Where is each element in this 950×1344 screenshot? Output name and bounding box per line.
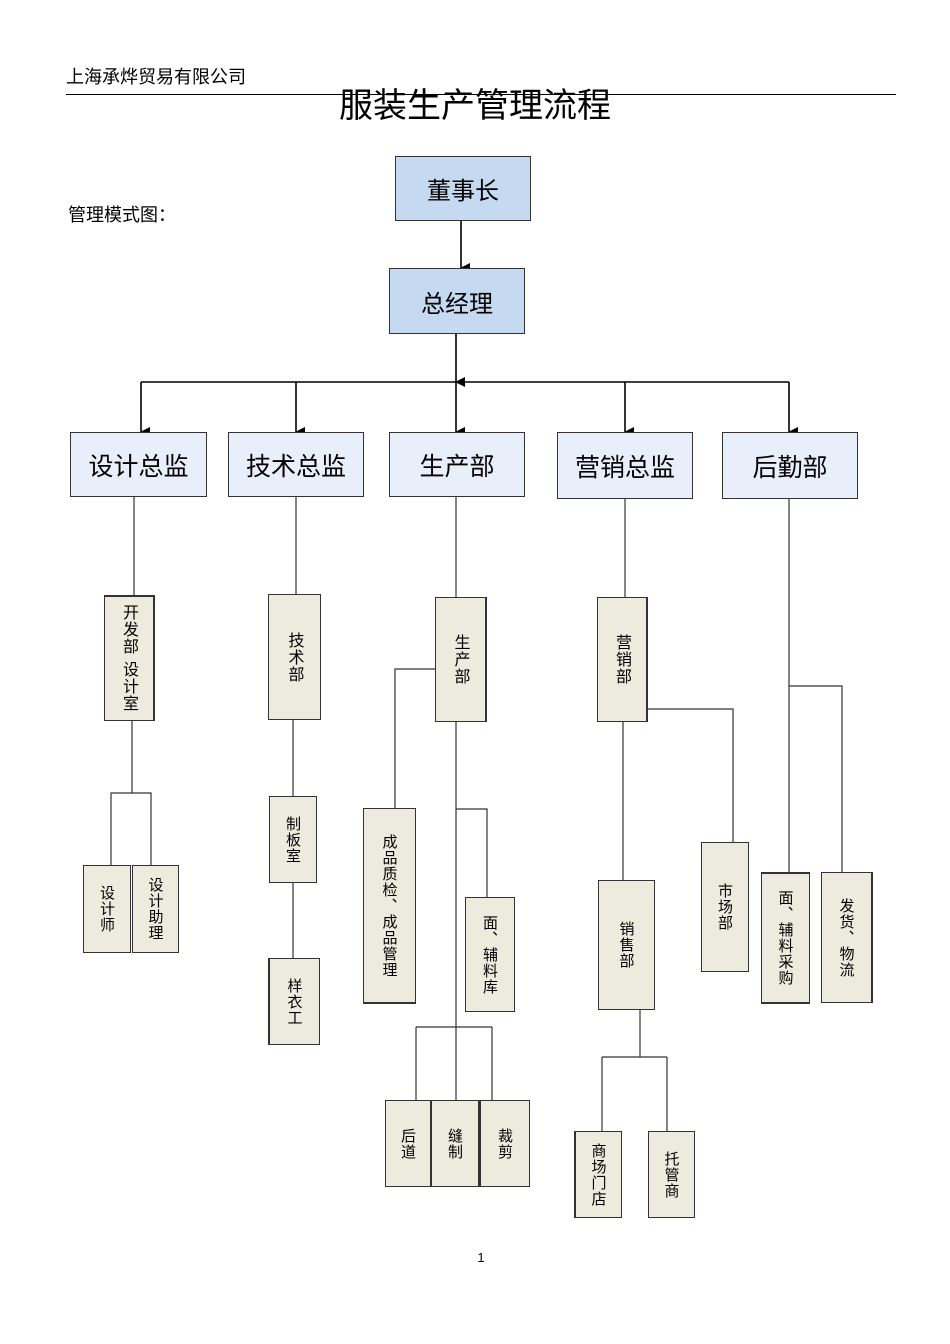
dev-design-room-label: 开发部 设计室	[120, 604, 139, 713]
chairman-label: 董事长	[427, 177, 499, 205]
marketing-dept-label: 营销部	[613, 634, 632, 685]
pattern-room-box: 制板室	[269, 796, 317, 883]
department-tech-director: 技术总监	[228, 432, 364, 497]
designer-label: 设计师	[98, 885, 116, 933]
document-title: 服装生产管理流程	[339, 86, 611, 126]
shipping-label: 发货、物流	[837, 897, 856, 978]
department-label: 设计总监	[88, 451, 189, 481]
department-marketing-director: 营销总监	[557, 432, 693, 499]
consignee-label: 托管商	[662, 1150, 681, 1199]
finishing-label: 后道	[399, 1127, 417, 1160]
production-dept-box: 生产部	[435, 597, 487, 722]
purchasing-box: 面、辅料采购	[761, 872, 810, 1004]
tech-dept-box: 技术部	[268, 594, 321, 720]
design-assistant-box: 设计助理	[132, 865, 179, 953]
department-label: 后勤部	[752, 452, 828, 482]
chairman-box: 董事长	[395, 156, 531, 221]
pattern-room-label: 制板室	[284, 815, 302, 864]
sales-dept-box: 销售部	[598, 880, 655, 1010]
fabric-store-label: 面、辅料库	[481, 914, 499, 995]
sample-worker-label: 样衣工	[285, 977, 304, 1026]
sewing-box: 缝制	[431, 1100, 479, 1187]
sample-worker-box: 样衣工	[268, 958, 320, 1045]
general-manager-label: 总经理	[421, 289, 493, 318]
cutting-label: 裁剪	[496, 1127, 514, 1160]
page-number: 1	[477, 1250, 485, 1265]
department-logistics: 后勤部	[722, 432, 858, 499]
market-dept-label: 市场部	[716, 883, 734, 931]
mall-store-label: 商场门店	[589, 1142, 608, 1207]
tech-dept-label: 技术部	[285, 631, 305, 683]
sales-dept-label: 销售部	[617, 921, 636, 969]
quality-control-label: 成品质检、成品管理	[380, 833, 399, 978]
design-assistant-label: 设计助理	[146, 877, 165, 941]
general-manager-box: 总经理	[389, 268, 525, 334]
header-rule	[66, 94, 896, 95]
production-dept-label: 生产部	[451, 634, 471, 685]
dev-design-room-box: 开发部 设计室	[104, 595, 155, 721]
department-design-director: 设计总监	[70, 432, 207, 497]
designer-box: 设计师	[83, 865, 131, 953]
department-production: 生产部	[389, 432, 525, 497]
shipping-box: 发货、物流	[821, 872, 873, 1003]
sewing-label: 缝制	[446, 1127, 464, 1160]
purchasing-label: 面、辅料采购	[776, 890, 795, 986]
consignee-box: 托管商	[648, 1131, 695, 1218]
department-label: 生产部	[419, 451, 495, 481]
mode-label: 管理模式图：	[68, 205, 176, 226]
mall-store-box: 商场门店	[574, 1131, 622, 1218]
department-label: 营销总监	[574, 452, 675, 482]
marketing-dept-box: 营销部	[597, 597, 648, 722]
department-label: 技术总监	[245, 451, 346, 481]
finishing-box: 后道	[385, 1100, 431, 1187]
fabric-store-box: 面、辅料库	[465, 897, 515, 1012]
company-name: 上海承烨贸易有限公司	[66, 67, 246, 88]
market-dept-box: 市场部	[701, 842, 749, 972]
quality-control-box: 成品质检、成品管理	[363, 808, 416, 1004]
cutting-box: 裁剪	[479, 1100, 530, 1187]
